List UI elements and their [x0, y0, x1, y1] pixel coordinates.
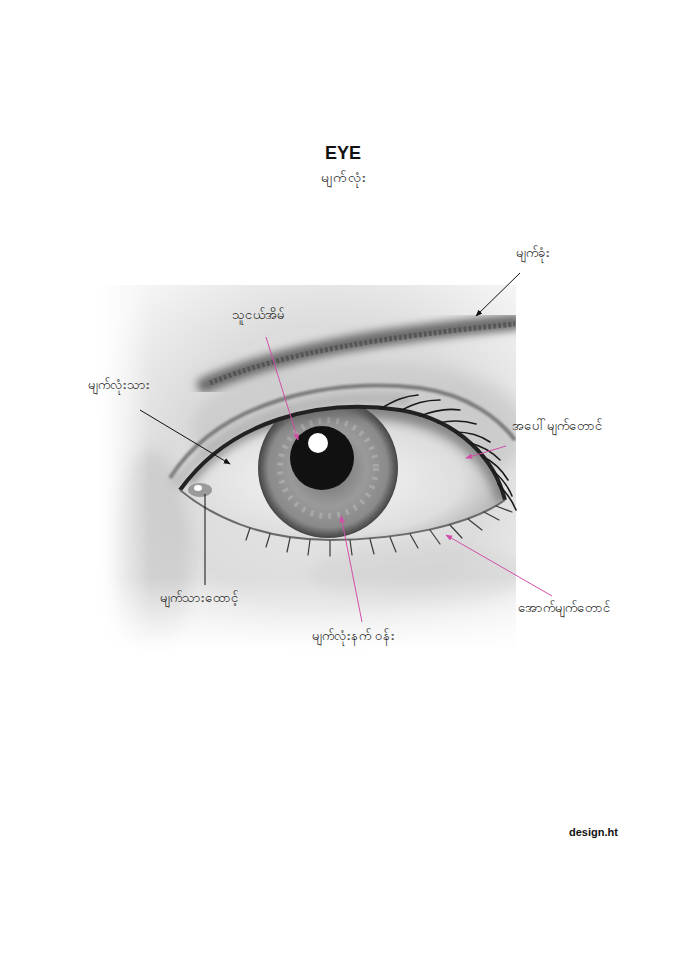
diagram-title: EYE — [0, 142, 686, 165]
leader-line — [446, 535, 552, 596]
leader-line — [476, 273, 520, 316]
part-label: မျက်ခုံး — [516, 245, 550, 262]
part-label: မျက်လုံးနက် ဝန်း — [312, 628, 395, 645]
part-label: အပေါ်မျက်တောင် — [512, 418, 603, 435]
watermark: design.ht — [569, 825, 618, 839]
leader-line — [205, 494, 206, 585]
part-label: အောက်မျက်တောင် — [518, 600, 611, 617]
leader-line — [140, 410, 230, 464]
part-label: မျက်လုံးသား — [88, 377, 150, 394]
leader-line — [266, 337, 298, 440]
part-label: မျက်သားထောင့် — [160, 590, 239, 607]
leader-line — [466, 446, 506, 458]
subtitle: မျက်လုံး — [0, 168, 686, 186]
part-label: သူငယ်အိမ် — [232, 307, 285, 324]
leader-line — [341, 516, 362, 622]
